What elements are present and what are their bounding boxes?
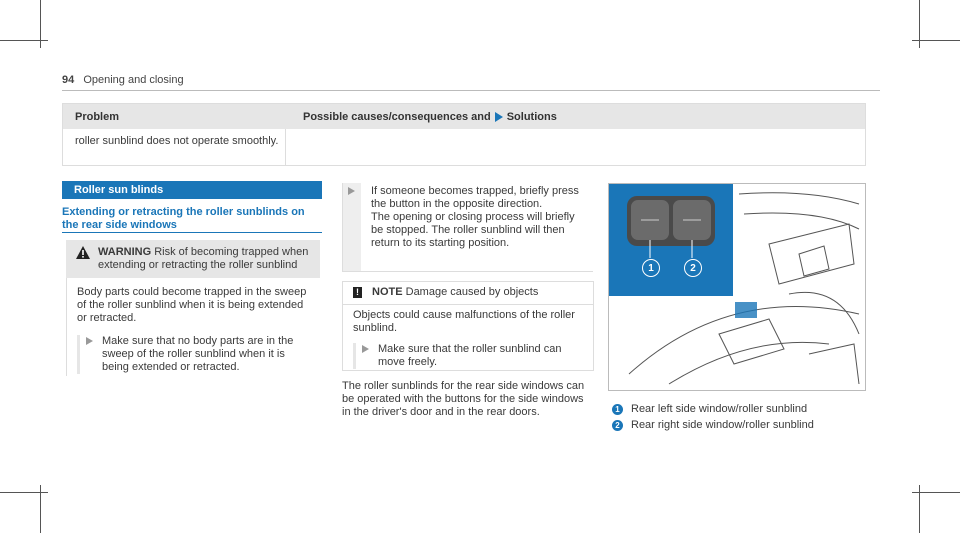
subtitle-rule xyxy=(62,232,322,233)
page-header: 94 Opening and closing xyxy=(62,74,184,86)
play-arrow-icon xyxy=(494,111,503,122)
warning-box: WARNING Risk of becoming trapped when ex… xyxy=(66,240,320,386)
bullet-arrow-icon xyxy=(86,337,93,345)
warning-body: Body parts could become trapped in the s… xyxy=(66,278,320,376)
warning-label: WARNING xyxy=(98,246,152,258)
header-rule xyxy=(62,90,880,91)
instruction-box: If someone becomes trapped, briefly pres… xyxy=(342,183,593,272)
callout-2: 2 xyxy=(684,259,702,277)
crop-mark xyxy=(912,492,960,493)
bullet-arrow-icon xyxy=(348,187,355,195)
warning-header: WARNING Risk of becoming trapped when ex… xyxy=(66,240,320,278)
warning-instruction: Make sure that no body parts are in the … xyxy=(102,335,294,373)
note-label: NOTE xyxy=(372,286,403,298)
bullet-marker xyxy=(353,343,378,369)
legend-number: 2 xyxy=(612,420,623,431)
crop-mark xyxy=(919,0,920,48)
callout-1: 1 xyxy=(642,259,660,277)
section-title: Roller sun blinds xyxy=(62,181,322,199)
section-subtitle: Extending or retracting the roller sunbl… xyxy=(62,206,305,231)
note-intro: Damage caused by objects xyxy=(405,286,539,298)
crop-mark xyxy=(912,40,960,41)
note-text: Objects could cause malfunctions of the … xyxy=(353,309,575,334)
instruction-result: The opening or closing process will brie… xyxy=(371,211,575,249)
problem-header: Problem xyxy=(75,110,120,123)
page-number: 94 xyxy=(62,74,75,86)
problem-table: Problem Possible causes/consequences and… xyxy=(62,103,866,166)
table-header: Problem Possible causes/consequences and… xyxy=(63,104,865,129)
bullet-marker xyxy=(77,335,102,374)
note-body: Objects could cause malfunctions of the … xyxy=(343,303,593,375)
crop-mark xyxy=(919,485,920,533)
note-instruction: Make sure that the roller sunblind can m… xyxy=(378,343,562,368)
legend-number: 1 xyxy=(612,404,623,415)
bullet-marker xyxy=(343,183,361,271)
legend-text: Rear left side window/roller sunblind xyxy=(631,403,808,415)
crop-mark xyxy=(40,485,41,533)
crop-mark xyxy=(0,40,48,41)
bullet-arrow-icon xyxy=(362,345,369,353)
warning-text: Body parts could become trapped in the s… xyxy=(77,286,307,324)
door-buttons-figure: 1 2 xyxy=(608,183,866,391)
door-illustration xyxy=(609,184,865,390)
table-row: roller sunblind does not operate smoothl… xyxy=(63,129,865,165)
legend-text: Rear right side window/roller sunblind xyxy=(631,419,814,431)
list-item: Make sure that no body parts are in the … xyxy=(77,335,310,374)
warning-intro: Risk of becoming trapped when extending … xyxy=(98,246,309,271)
note-rule xyxy=(343,304,593,305)
crop-mark xyxy=(0,492,48,493)
note-box: ! NOTE Damage caused by objects Objects … xyxy=(342,281,594,371)
body-paragraph: The roller sunblinds for the rear side w… xyxy=(342,380,585,418)
solutions-header: Possible causes/consequences and Solutio… xyxy=(297,111,557,123)
solutions-label: Solutions xyxy=(506,110,557,123)
causes-label: Possible causes/consequences and xyxy=(303,110,491,123)
problem-cell: roller sunblind does not operate smoothl… xyxy=(63,129,286,165)
list-item: Make sure that the roller sunblind can m… xyxy=(353,343,583,369)
legend-item-2: 2 Rear right side window/roller sunblind xyxy=(612,419,814,432)
chapter-title: Opening and closing xyxy=(83,74,184,86)
warning-triangle-icon xyxy=(76,246,98,272)
instruction-text: If someone becomes trapped, briefly pres… xyxy=(371,185,579,210)
note-header: ! NOTE Damage caused by objects xyxy=(343,282,593,303)
crop-mark xyxy=(40,0,41,48)
legend-item-1: 1 Rear left side window/roller sunblind xyxy=(612,403,807,416)
exclamation-icon: ! xyxy=(353,287,362,298)
